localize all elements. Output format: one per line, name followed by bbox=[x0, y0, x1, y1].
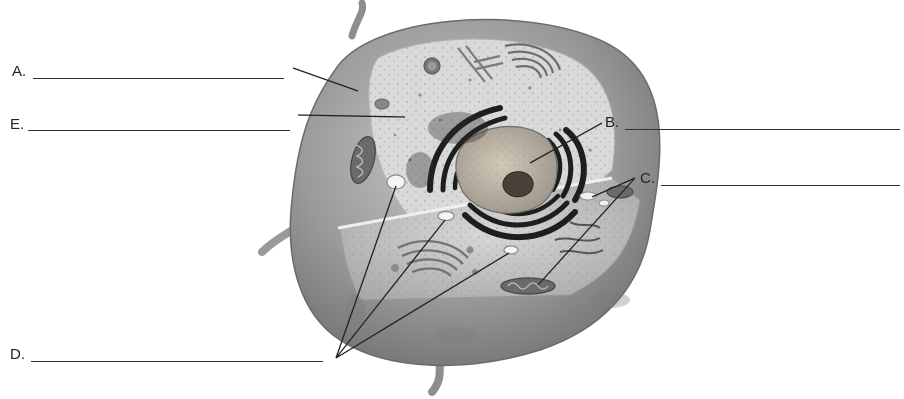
vesicle-left bbox=[375, 99, 389, 109]
label-b: B. bbox=[605, 115, 619, 130]
label-a: A. bbox=[12, 64, 26, 79]
answer-blank-e[interactable] bbox=[28, 130, 290, 131]
mitochondrion-bottom bbox=[501, 278, 555, 294]
label-e: E. bbox=[10, 117, 24, 132]
answer-blank-c[interactable] bbox=[661, 185, 900, 186]
answer-blank-b[interactable] bbox=[625, 129, 900, 130]
answer-blank-d[interactable] bbox=[31, 361, 323, 362]
vacuole-3 bbox=[504, 246, 518, 254]
vacuole-2 bbox=[438, 212, 454, 221]
nucleolus bbox=[503, 172, 533, 197]
cell-extension-top bbox=[352, 3, 363, 36]
label-d: D. bbox=[10, 347, 25, 362]
mitochondrion-right bbox=[607, 186, 633, 198]
answer-blank-a[interactable] bbox=[33, 78, 284, 79]
label-c: C. bbox=[640, 171, 655, 186]
